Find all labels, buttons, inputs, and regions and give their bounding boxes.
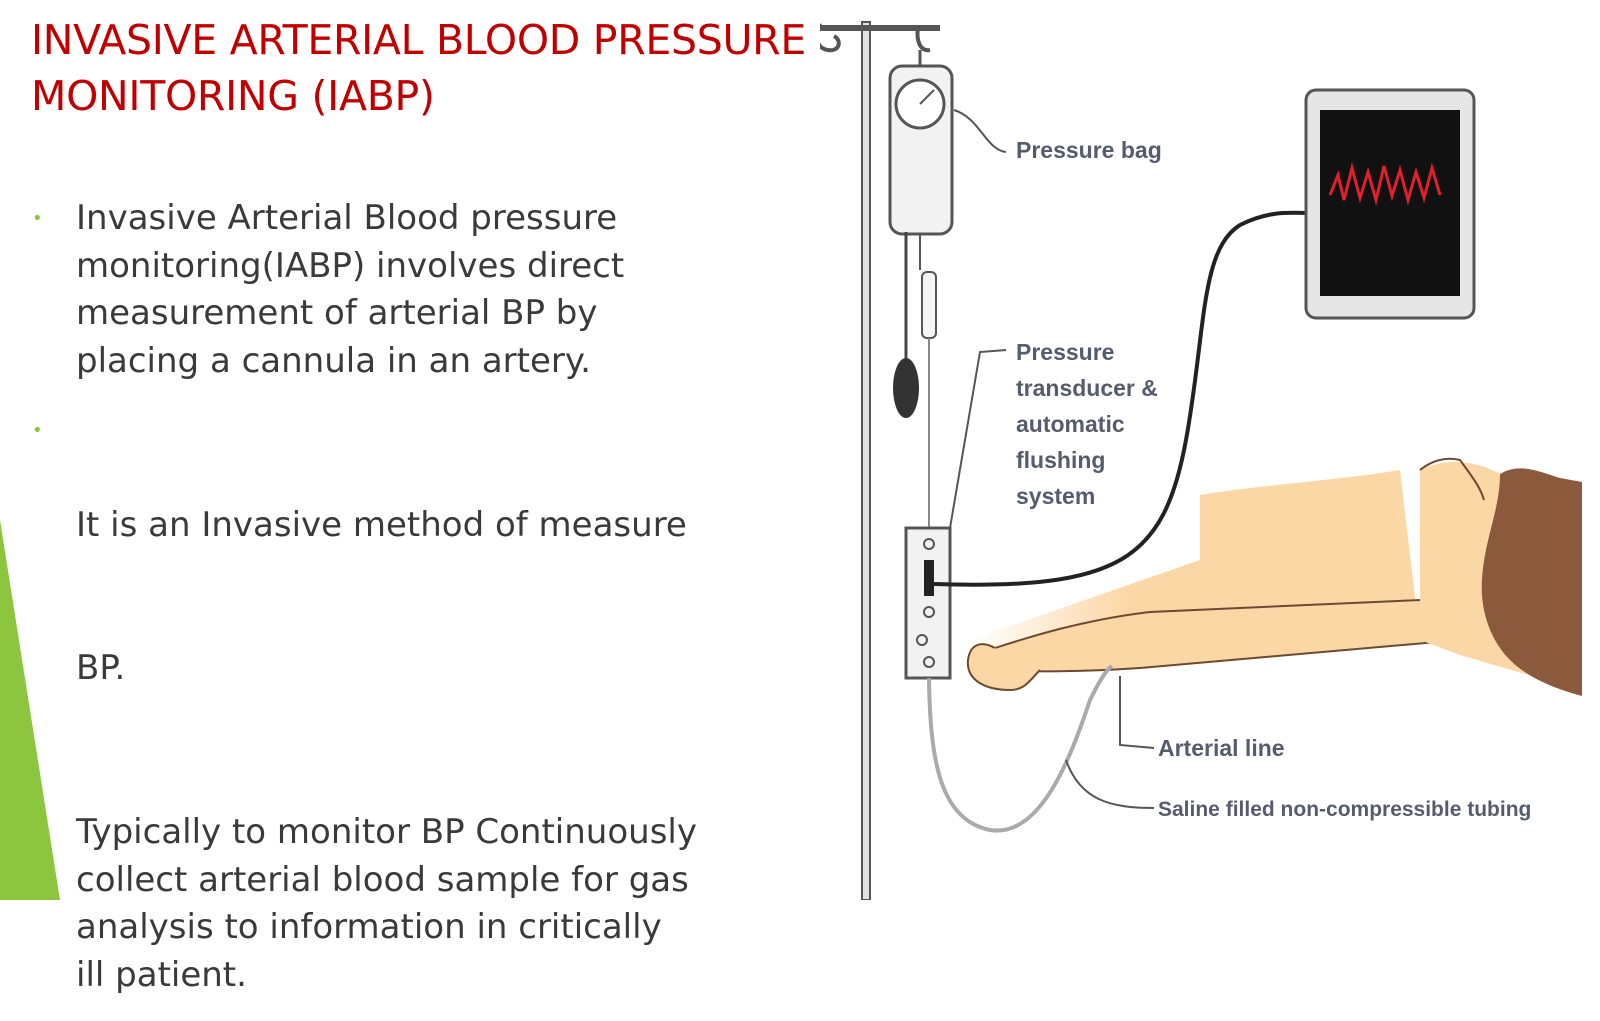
slide-title: INVASIVE ARTERIAL BLOOD PRESSURE MONITOR… xyxy=(31,12,821,124)
label-transducer-line: automatic xyxy=(1016,411,1125,437)
iabp-setup-diagram: Pressure bag Pressure transducer & autom… xyxy=(820,21,1582,900)
bullet-line: collect arterial blood sample for gas xyxy=(76,859,689,900)
label-transducer-line: system xyxy=(1016,483,1095,509)
bullet-line: Typically to monitor BP Continuously xyxy=(76,812,697,852)
pressure-transducer xyxy=(904,526,952,680)
bullet-line: placing a cannula in an artery. xyxy=(76,340,591,381)
patient-figure xyxy=(966,457,1582,696)
label-saline-tubing: Saline filled non-compressible tubing xyxy=(1158,798,1531,821)
bullet-line: BP. xyxy=(76,647,126,688)
iv-pole xyxy=(820,21,940,900)
monitor xyxy=(1304,88,1476,320)
bullet-dot-icon: • xyxy=(32,822,43,843)
waveform-icon xyxy=(1328,162,1442,206)
label-pressure-bag: Pressure bag xyxy=(1016,137,1162,163)
bullet-list: • Invasive Arterial Blood pressure monit… xyxy=(28,195,788,1021)
monitor-cable xyxy=(933,210,1311,587)
pressure-bag xyxy=(888,50,954,418)
bullet-line: monitoring(IABP) involves direct xyxy=(76,245,625,286)
title-line-2: MONITORING (IABP) xyxy=(31,72,435,120)
bullet-dot-icon: • xyxy=(32,420,43,441)
bullet-line: Invasive Arterial Blood pressure xyxy=(76,198,618,238)
bullet-item: • Typically to monitor BP Continuously c… xyxy=(28,809,788,999)
saline-tubing xyxy=(927,664,1114,833)
label-transducer-line: flushing xyxy=(1016,447,1105,473)
bullet-line: measurement of arterial BP by xyxy=(76,293,598,333)
bullet-line: analysis to information in critically xyxy=(76,907,662,947)
bullet-line: ill patient. xyxy=(76,954,247,995)
title-line-1: INVASIVE ARTERIAL BLOOD PRESSURE xyxy=(31,16,806,64)
label-transducer-line: Pressure xyxy=(1016,339,1114,365)
label-transducer-line: transducer & xyxy=(1016,375,1158,401)
drip-chamber xyxy=(921,271,937,530)
bullet-item: • Invasive Arterial Blood pressure monit… xyxy=(28,195,788,385)
label-arterial-line: Arterial line xyxy=(1158,735,1285,761)
bullet-dot-icon: • xyxy=(32,208,43,229)
bullet-item: • It is an Invasive method of measure BP… xyxy=(28,407,788,787)
decorative-green-wedge xyxy=(0,520,60,900)
bullet-line: It is an Invasive method of measure xyxy=(76,505,687,545)
